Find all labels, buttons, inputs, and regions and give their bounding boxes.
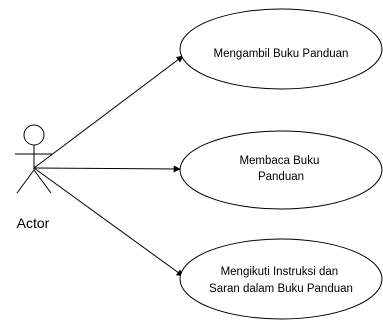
actor-left-leg	[16, 169, 35, 194]
use-case-label: Mengambil Buku Panduan	[214, 48, 349, 60]
use-case-label-line: Panduan	[258, 171, 304, 183]
use-case-label: Mengikuti Instruksi dan Saran dalam Buku…	[209, 266, 353, 295]
use-case-label-line: Membaca Buku	[239, 155, 319, 167]
use-case-label: Membaca Buku Panduan	[239, 155, 322, 183]
association-line-uc1[interactable]	[33, 55, 184, 169]
use-case-label-line: Mengambil Buku Panduan	[214, 48, 349, 60]
use-case-label-line: Mengikuti Instruksi dan	[221, 266, 339, 278]
use-case-uc2[interactable]: Membaca Buku Panduan	[179, 130, 383, 210]
use-case-uc3[interactable]: Mengikuti Instruksi dan Saran dalam Buku…	[179, 238, 383, 320]
actor-head	[23, 124, 45, 146]
use-case-ellipse	[179, 238, 383, 320]
use-case-ellipse	[179, 8, 383, 90]
actor-right-leg	[33, 169, 52, 194]
use-case-uc1[interactable]: Mengambil Buku Panduan	[179, 8, 383, 90]
use-case-label-line: Saran dalam Buku Panduan	[209, 283, 353, 295]
actor-label: Actor	[17, 215, 50, 231]
use-case-ellipse	[179, 130, 383, 210]
association-line-uc3[interactable]	[33, 167, 184, 277]
actor[interactable]: Actor	[15, 124, 53, 231]
associations	[33, 55, 184, 277]
association-line-uc2[interactable]	[33, 165, 181, 173]
stick-figure-icon	[15, 124, 53, 194]
